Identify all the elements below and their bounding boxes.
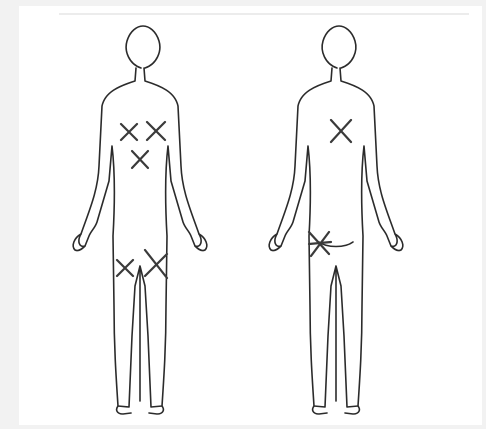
back-head-outline — [322, 26, 356, 68]
front-mark-right-thigh — [145, 250, 167, 278]
front-head-outline — [126, 26, 160, 68]
front-pain-marks — [117, 122, 167, 278]
back-pain-marks — [309, 120, 351, 256]
back-mark-lower-left — [309, 232, 331, 256]
front-body-outline — [73, 26, 207, 414]
front-mark-chest-left — [121, 124, 137, 140]
front-mark-chest-right — [147, 122, 165, 140]
body-diagram — [19, 6, 482, 425]
back-body-outline — [269, 26, 403, 414]
front-mark-abdomen — [132, 151, 148, 168]
body-chart-panel — [19, 6, 482, 425]
back-mark-upper-back — [331, 120, 351, 142]
front-mark-left-thigh — [117, 260, 133, 276]
